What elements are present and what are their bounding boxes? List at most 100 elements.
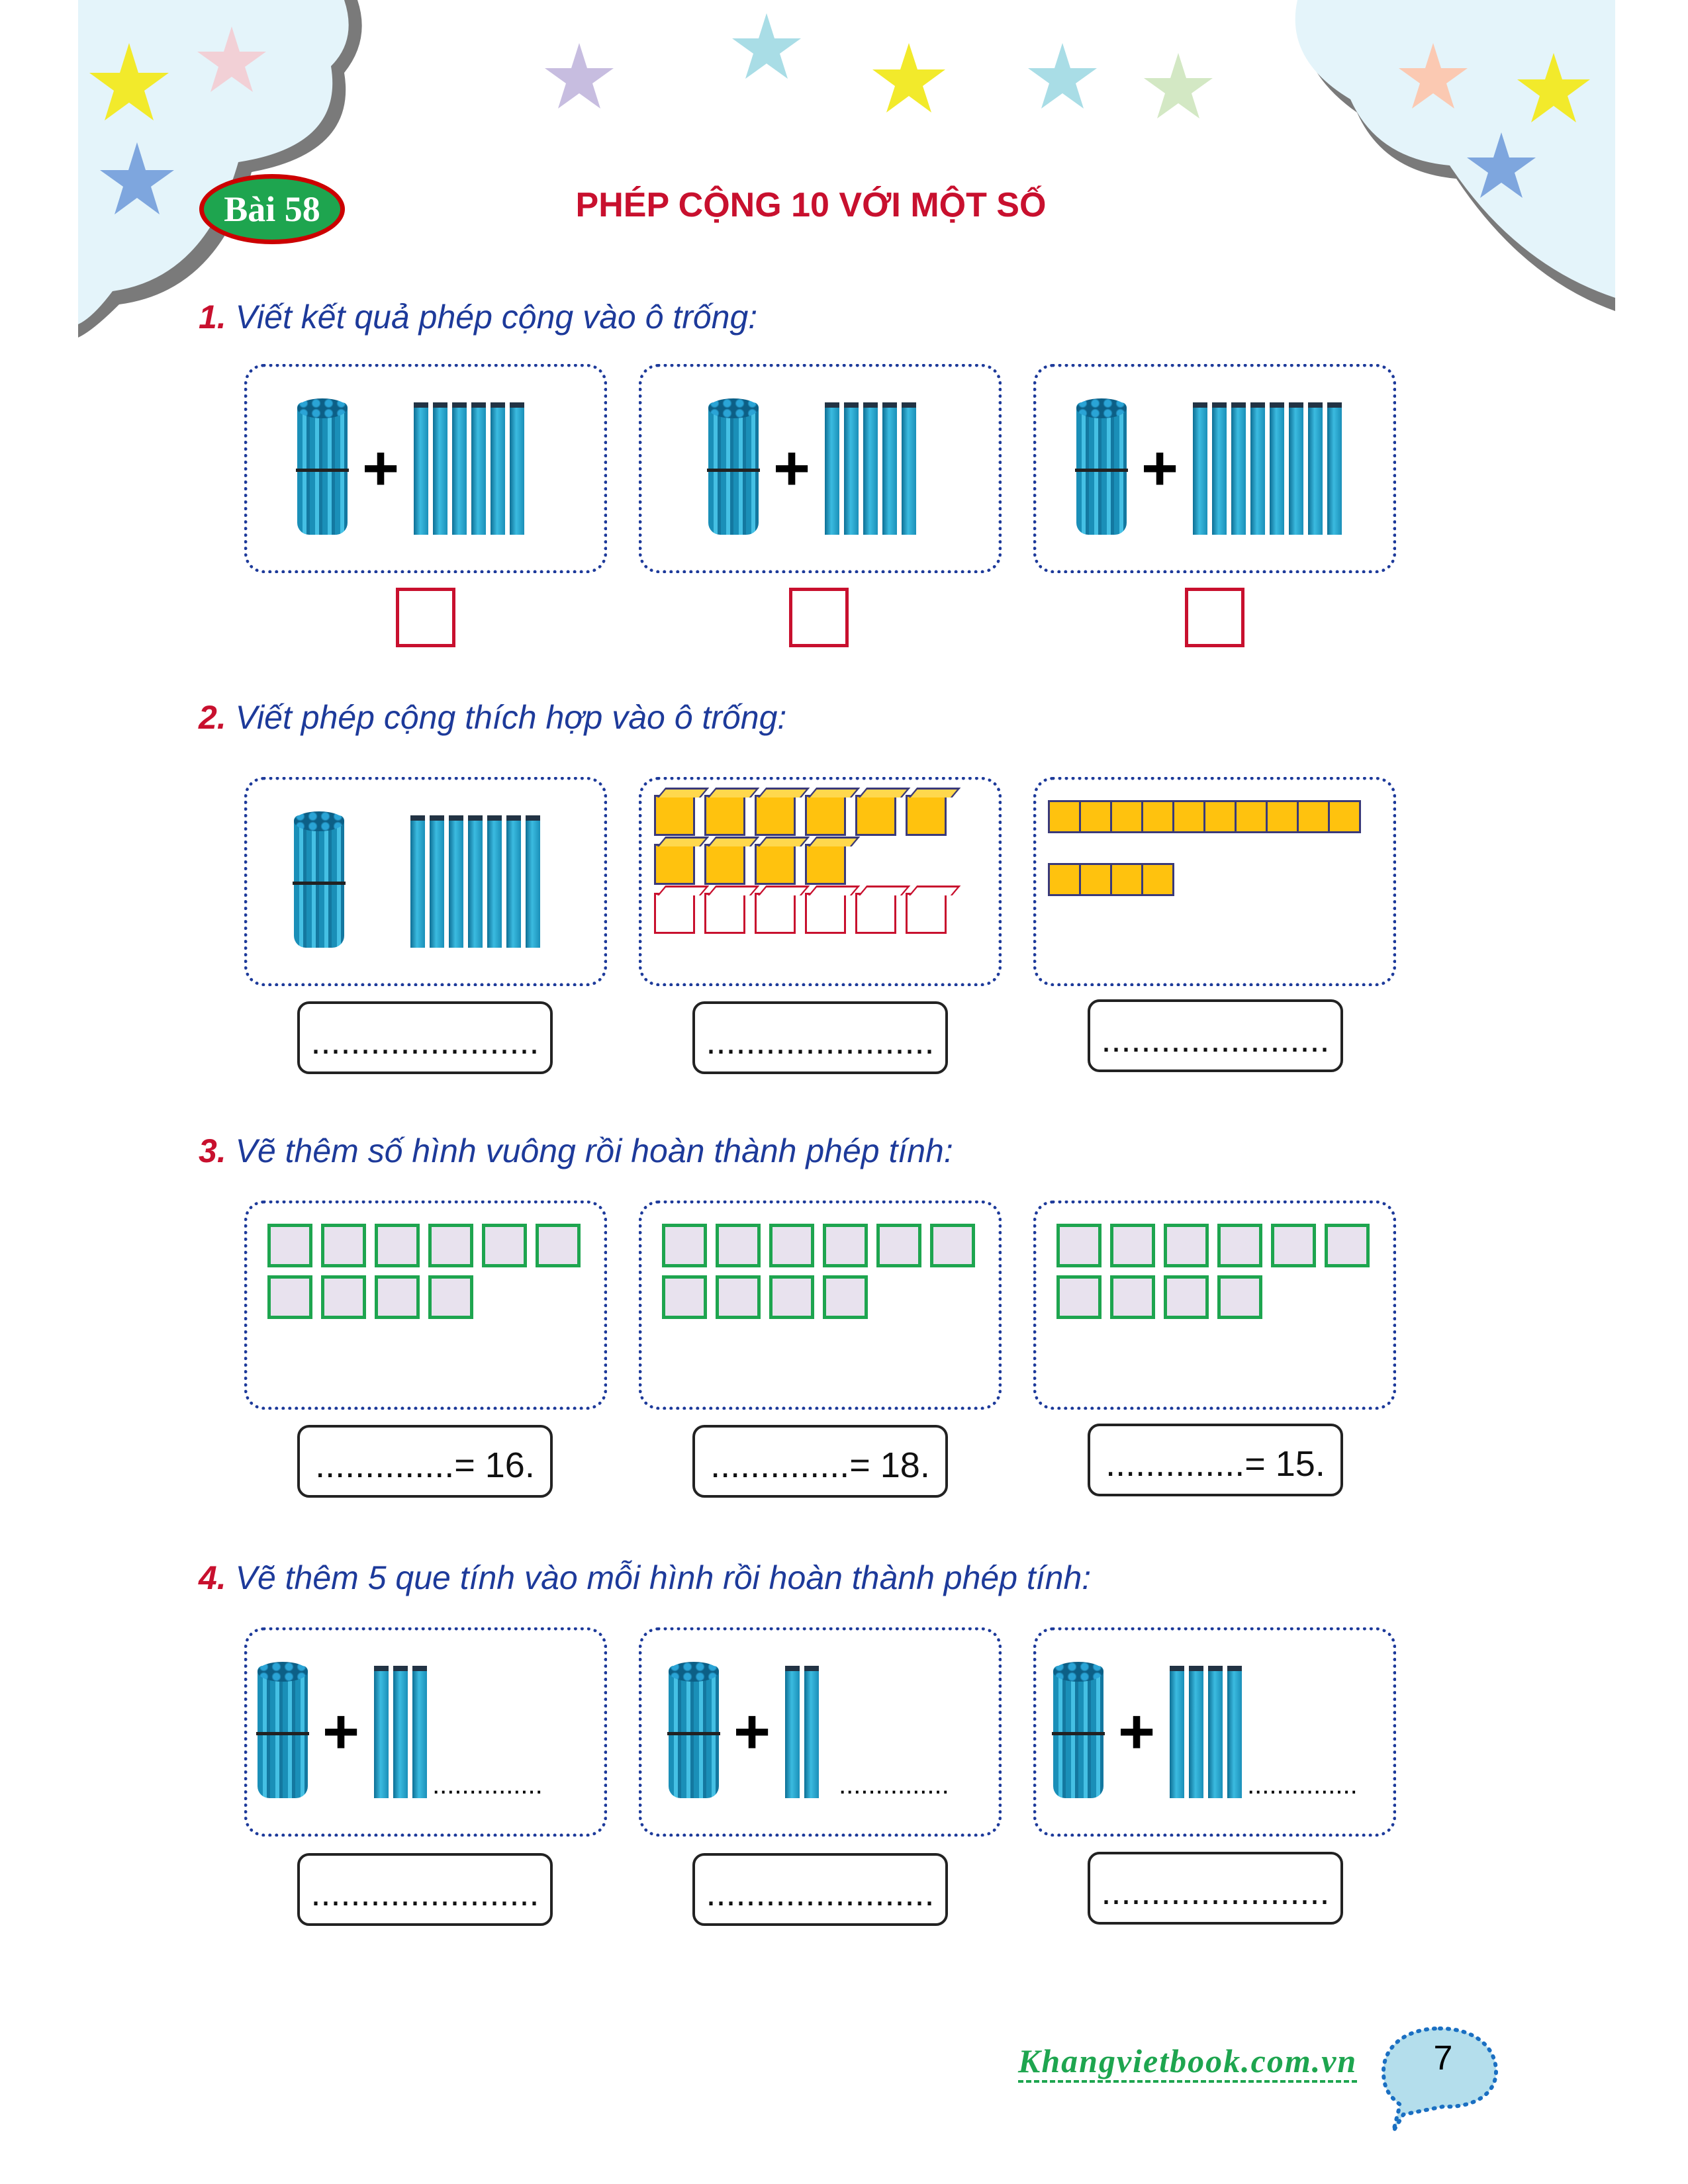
exercise-1-instruction: 1. Viết kết quả phép cộng vào ô trống: [199, 298, 757, 336]
page-number: 7 [1433, 2039, 1453, 2077]
answer-field[interactable]: ....................... [1088, 999, 1343, 1072]
square [662, 1224, 707, 1267]
drawing-blank[interactable]: ............... [1247, 1770, 1358, 1799]
unit-cube [1235, 800, 1268, 833]
outline-cube [805, 893, 846, 934]
square [428, 1224, 473, 1267]
exercise-number: 1. [199, 298, 226, 336]
bundle-of-ten [707, 398, 760, 535]
stick [1250, 402, 1266, 535]
publisher-link[interactable]: Khangvietbook.com.vn [1018, 2042, 1358, 2083]
stick [1208, 1666, 1223, 1798]
answer-field[interactable]: ....................... [692, 1001, 948, 1074]
square [1164, 1275, 1209, 1319]
answer-field[interactable]: ....................... [1088, 1852, 1343, 1925]
star-icon [732, 13, 801, 79]
stick [410, 815, 425, 948]
answer-box[interactable] [396, 588, 455, 647]
square [1271, 1224, 1316, 1267]
answer-box[interactable] [789, 588, 849, 647]
exercise-3-panel [244, 1201, 607, 1410]
unit-cube [1297, 800, 1330, 833]
square [1110, 1275, 1155, 1319]
answer-field[interactable]: ....................... [297, 1853, 553, 1926]
star-icon [100, 142, 174, 214]
star-icon [545, 43, 614, 109]
equation-field[interactable]: ..............= 18. [692, 1425, 948, 1498]
outline-cube [755, 893, 796, 934]
square [1325, 1224, 1370, 1267]
instruction-text: Vẽ thêm số hình vuông rồi hoàn thành phé… [235, 1132, 953, 1169]
square [823, 1224, 868, 1267]
plus-sign: + [362, 433, 400, 504]
exercise-3-panel [639, 1201, 1002, 1410]
cube [704, 844, 745, 885]
bundle-of-ten [667, 1662, 720, 1798]
stick [1231, 402, 1246, 535]
square [1110, 1224, 1155, 1267]
square [930, 1224, 975, 1267]
answer-box[interactable] [1185, 588, 1244, 647]
cube [654, 795, 695, 836]
stick [491, 402, 506, 535]
stick [374, 1666, 389, 1798]
sticks-group [414, 402, 525, 535]
exercise-1-panel: + [639, 364, 1002, 573]
squares-group [662, 1224, 993, 1327]
stick [1327, 402, 1342, 535]
ten-rod [1048, 800, 1380, 833]
lesson-badge: Bài 58 [199, 174, 345, 244]
square [716, 1224, 761, 1267]
stick [1289, 402, 1304, 535]
square [375, 1275, 420, 1319]
stick [882, 402, 898, 535]
stick [1189, 1666, 1204, 1798]
square [1056, 1224, 1102, 1267]
stick [414, 402, 429, 535]
outline-cube [906, 893, 947, 934]
sticks-group [1193, 402, 1342, 535]
stick [1227, 1666, 1243, 1798]
drawing-blank[interactable]: ............... [432, 1770, 543, 1799]
cube [805, 844, 846, 885]
exercise-number: 3. [199, 1132, 226, 1169]
exercise-1-panel: + [244, 364, 607, 573]
answer-field[interactable]: ....................... [297, 1001, 553, 1074]
unit-cube [1141, 800, 1174, 833]
equation-field[interactable]: ..............= 16. [297, 1425, 553, 1498]
bundle-of-ten [293, 811, 346, 948]
stick [471, 402, 487, 535]
star-icon [872, 43, 945, 113]
stick [433, 402, 448, 535]
square [769, 1275, 814, 1319]
stick [804, 1666, 820, 1798]
square [1217, 1275, 1262, 1319]
cube [906, 795, 947, 836]
bundle-of-ten [1052, 1662, 1105, 1798]
stick [526, 815, 540, 948]
cube [704, 795, 745, 836]
square [267, 1275, 312, 1319]
bundle-of-ten [1075, 398, 1128, 535]
drawing-blank[interactable]: ............... [839, 1770, 949, 1799]
star-icon [1144, 53, 1213, 118]
unit-cube [1110, 800, 1143, 833]
exercise-2-instruction: 2. Viết phép cộng thích hợp vào ô trống: [199, 698, 786, 737]
stick [863, 402, 878, 535]
stick [1193, 402, 1208, 535]
outline-cube [704, 893, 745, 934]
stick [1212, 402, 1227, 535]
star-icon [1399, 43, 1468, 109]
exercise-2-panel [1033, 777, 1396, 986]
answer-field[interactable]: ....................... [692, 1853, 948, 1926]
exercise-3-instruction: 3. Vẽ thêm số hình vuông rồi hoàn thành … [199, 1132, 953, 1170]
unit-cube [1048, 863, 1081, 896]
square [823, 1275, 868, 1319]
stick [825, 402, 840, 535]
instruction-text: Viết phép cộng thích hợp vào ô trống: [235, 699, 787, 736]
equation-field[interactable]: ..............= 15. [1088, 1424, 1343, 1496]
stick [430, 815, 444, 948]
unit-cube [1203, 800, 1237, 833]
sticks-group [825, 402, 917, 535]
star-icon [1467, 132, 1536, 198]
